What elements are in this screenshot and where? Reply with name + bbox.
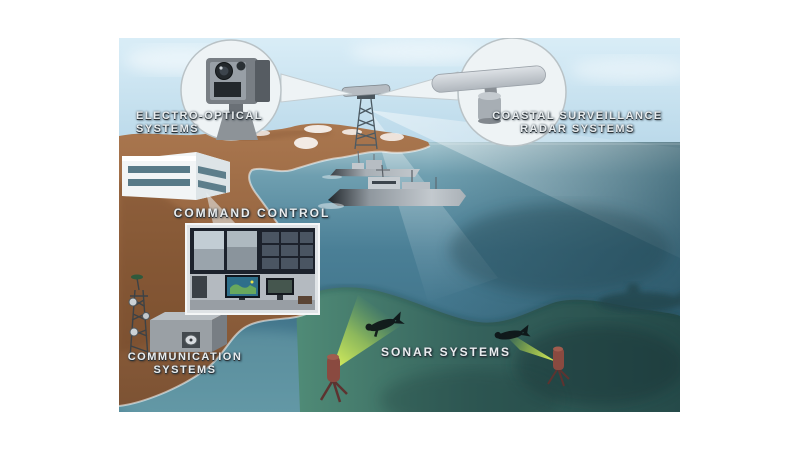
sonar-transducer-right <box>547 346 570 387</box>
patrol-ship-near <box>318 164 466 209</box>
camera-aperture <box>214 82 241 97</box>
electro-optical-camera <box>206 58 270 140</box>
equipment-rack <box>192 276 207 298</box>
antenna-dish <box>128 297 138 307</box>
label-command-control: COMMAND CONTROL <box>173 206 331 220</box>
cloud <box>350 40 490 64</box>
cloud <box>570 57 680 83</box>
camera-side-module <box>255 60 270 102</box>
equipment-shelter <box>150 312 227 352</box>
label-line: COASTAL SURVEILLANCE <box>492 110 663 122</box>
command-control-inset <box>185 223 320 315</box>
surveillance-radar-antenna <box>431 65 546 96</box>
submarine-sail <box>626 284 640 292</box>
ship-bridge-windows <box>372 181 396 184</box>
label-sonar-systems: SONAR SYSTEMS <box>381 345 512 359</box>
wall-screen-grid <box>262 232 313 269</box>
ship-wake <box>322 175 342 179</box>
command-center-building <box>122 152 236 228</box>
label-line: SYSTEMS <box>153 364 217 376</box>
sonar-transducer-left <box>319 354 348 403</box>
patrol-ship-far <box>322 150 420 179</box>
building-window-band <box>128 166 190 173</box>
building-to-control-link <box>206 192 236 228</box>
tower-platform <box>357 94 375 99</box>
coastal-radar-callout <box>431 38 567 147</box>
ship-wake <box>318 203 344 209</box>
deep-water-shadow <box>450 205 670 295</box>
label-line: ELECTRO-OPTICAL <box>136 110 263 122</box>
diver-left <box>365 311 405 337</box>
label-electro-optical-systems: ELECTRO-OPTICAL SYSTEMS <box>136 110 263 136</box>
antenna-top <box>131 274 143 280</box>
antenna-dish <box>129 327 139 337</box>
label-line: RADAR SYSTEMS <box>520 123 635 135</box>
antenna-dish <box>142 312 150 320</box>
communication-site <box>128 274 227 359</box>
submarine <box>598 284 680 312</box>
electro-optical-callout <box>180 39 282 141</box>
camera-secondary-lens <box>236 61 246 71</box>
label-coastal-surveillance-radar: COASTAL SURVEILLANCE RADAR SYSTEMS <box>485 110 670 136</box>
desk-item <box>298 296 312 304</box>
sonar-beam-left <box>331 295 402 372</box>
radar-tower <box>341 84 391 150</box>
diver-right <box>494 324 531 340</box>
label-communication-systems: COMMUNICATION SYSTEMS <box>110 351 260 377</box>
radar-pedestal <box>478 96 501 121</box>
label-line: SYSTEMS <box>136 123 200 135</box>
label-line: COMMUNICATION <box>127 351 243 363</box>
building-window-band <box>128 179 190 186</box>
